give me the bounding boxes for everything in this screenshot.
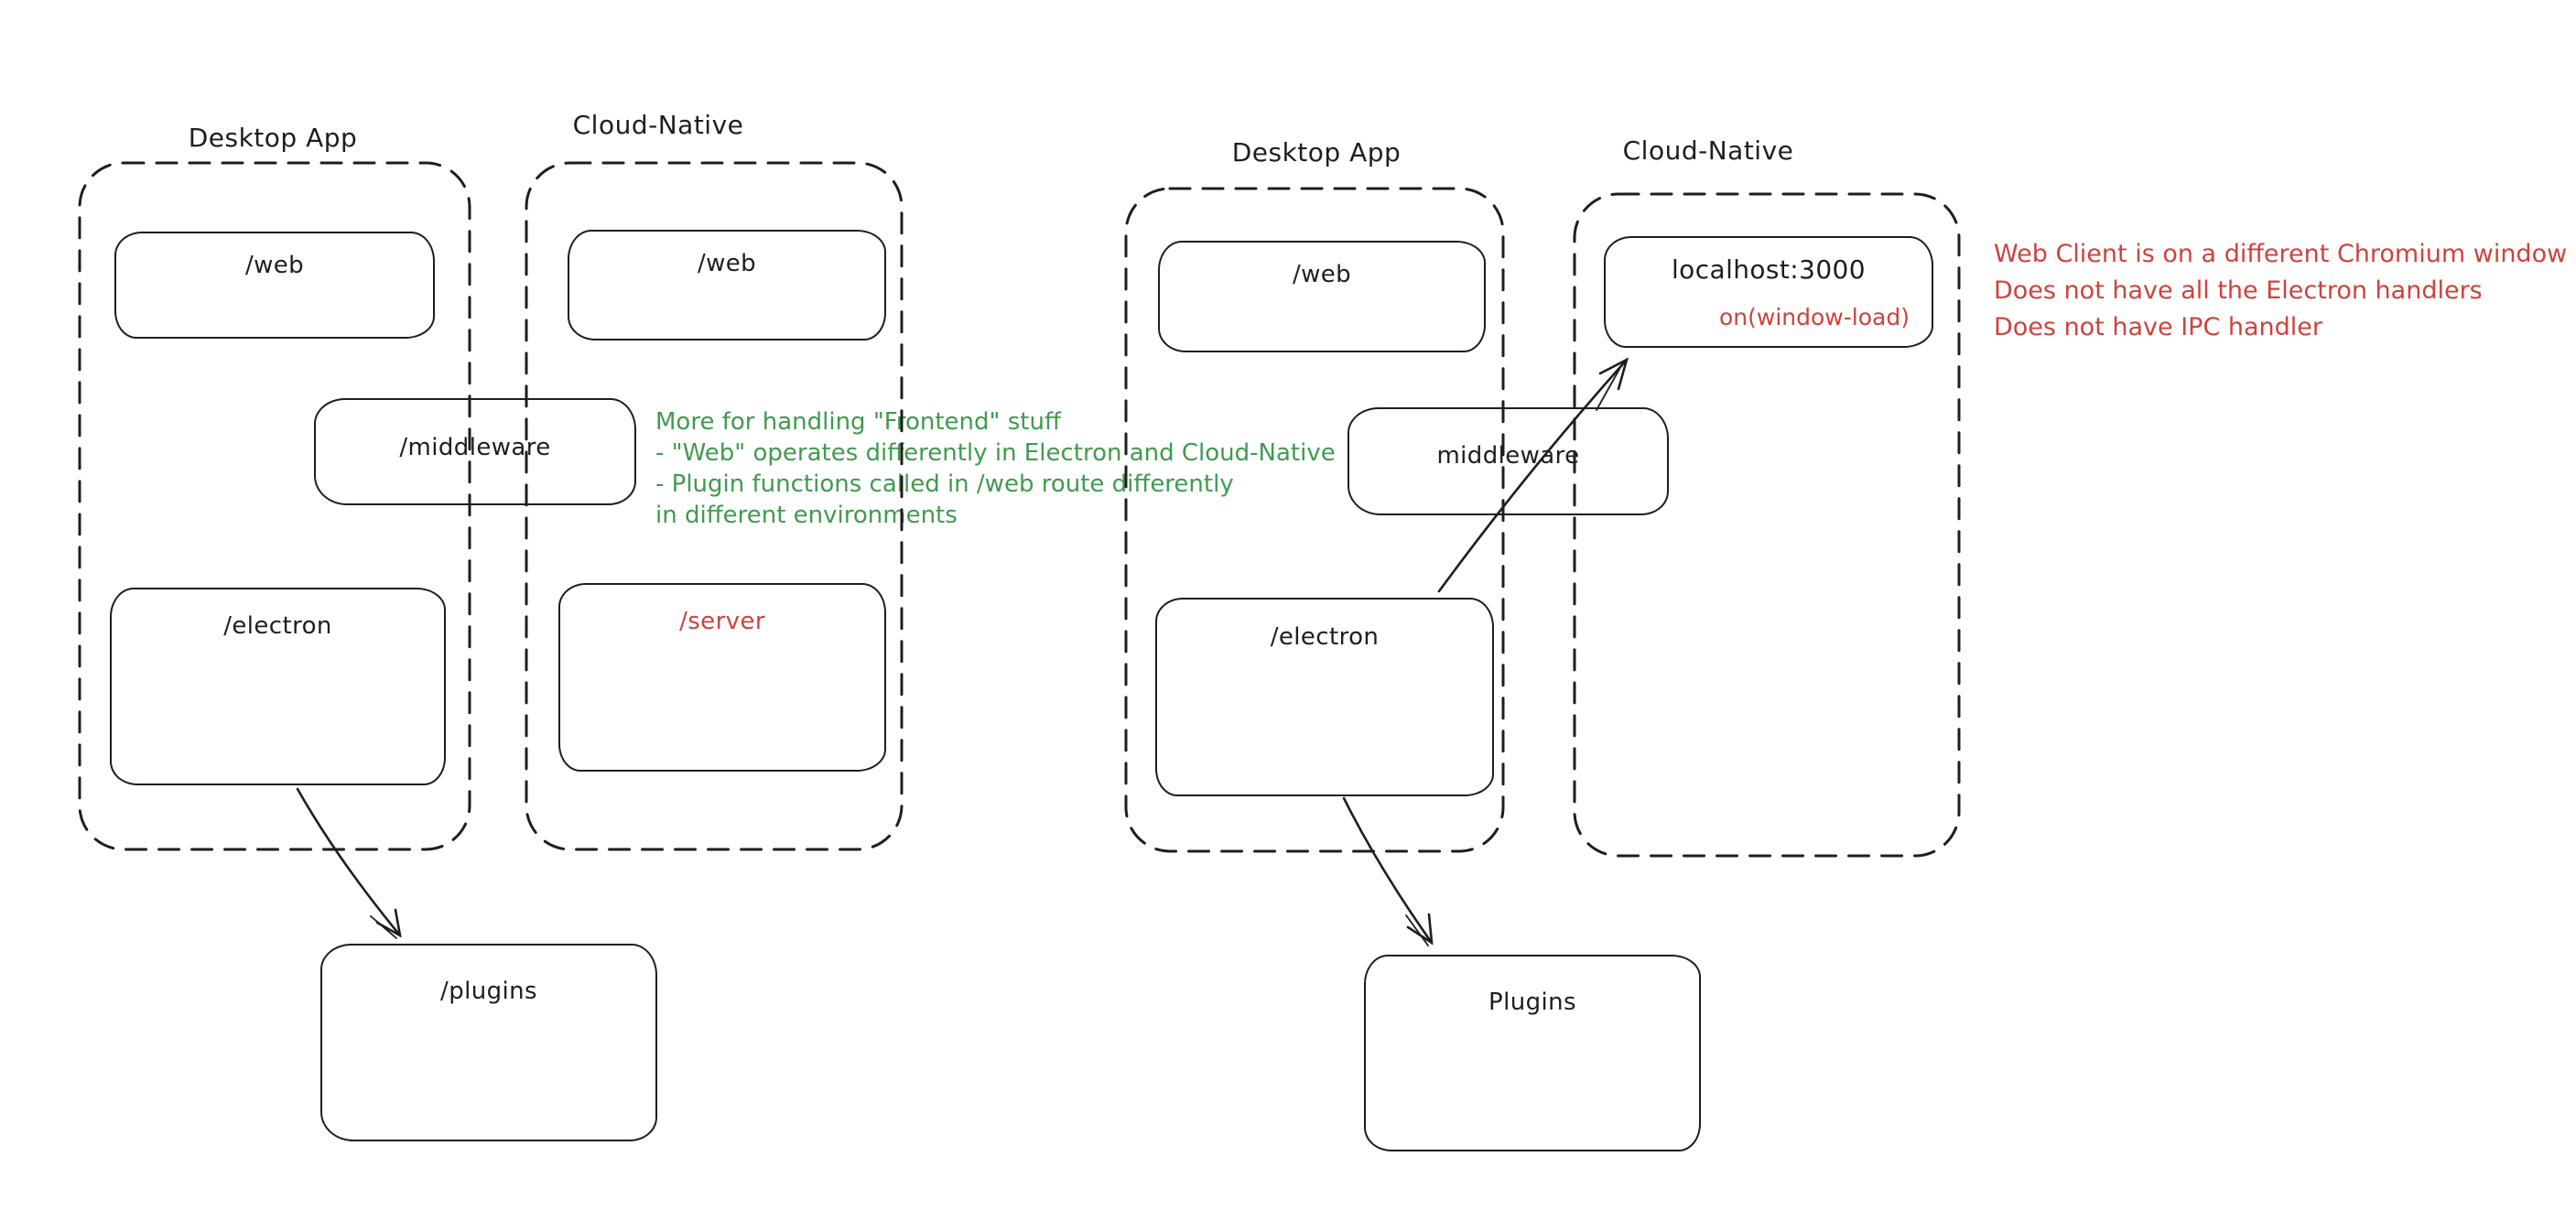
node-left-middleware-label: /middleware xyxy=(399,434,551,461)
header-right-desktop-app: Desktop App xyxy=(1231,137,1402,168)
green-note-line-3: - Plugin functions called in /web route … xyxy=(655,470,1234,498)
node-right-plugins-label: Plugins xyxy=(1488,989,1576,1016)
node-left-cloud-web: /web xyxy=(568,230,886,340)
node-right-electron: /electron xyxy=(1155,598,1494,796)
arrowhead-localhost xyxy=(1598,357,1629,391)
arrowhead-left-plugins xyxy=(375,908,402,938)
node-left-plugins: /plugins xyxy=(320,944,657,1141)
green-note-line-2: - "Web" operates differently in Electron… xyxy=(655,439,1336,467)
annotation-green-note: More for handling "Frontend" stuff - "We… xyxy=(655,406,1336,531)
header-left-desktop-app: Desktop App xyxy=(188,123,358,153)
green-note-line-1: More for handling "Frontend" stuff xyxy=(655,408,1061,436)
red-note-line-2: Does not have all the Electron handlers xyxy=(1994,276,2483,305)
node-left-plugins-label: /plugins xyxy=(440,978,537,1005)
arrowhead-right-plugins xyxy=(1406,913,1434,946)
node-left-electron: /electron xyxy=(110,588,446,785)
node-right-localhost-label: localhost:3000 xyxy=(1672,254,1866,285)
node-right-middleware-label: middleware xyxy=(1436,442,1580,470)
node-right-plugins: Plugins xyxy=(1364,955,1701,1151)
green-note-line-4: in different environments xyxy=(655,502,958,529)
arrow-left-electron-to-plugins xyxy=(296,787,402,937)
node-right-middleware: middleware xyxy=(1348,407,1669,515)
node-left-middleware: /middleware xyxy=(314,398,636,505)
node-left-server-label: /server xyxy=(679,608,765,635)
red-note-line-3: Does not have IPC handler xyxy=(1994,313,2323,341)
node-left-web: /web xyxy=(114,232,435,339)
node-left-cloud-web-label: /web xyxy=(697,250,757,277)
header-left-cloud-native: Cloud-Native xyxy=(572,110,744,140)
header-right-cloud-native: Cloud-Native xyxy=(1622,135,1794,166)
node-left-electron-label: /electron xyxy=(223,612,332,640)
node-left-web-label: /web xyxy=(244,252,305,279)
node-right-electron-label: /electron xyxy=(1270,623,1380,651)
node-left-server: /server xyxy=(558,583,886,772)
arrow-right-electron-to-plugins xyxy=(1342,796,1434,945)
node-right-localhost-sublabel: on(window-load) xyxy=(1719,304,1910,330)
node-right-web-label: /web xyxy=(1292,261,1352,288)
annotation-red-note: Web Client is on a different Chromium wi… xyxy=(1994,236,2567,346)
red-note-line-1: Web Client is on a different Chromium wi… xyxy=(1994,240,2568,268)
node-right-localhost: localhost:3000 on(window-load) xyxy=(1604,236,1933,348)
node-right-web: /web xyxy=(1158,241,1486,352)
